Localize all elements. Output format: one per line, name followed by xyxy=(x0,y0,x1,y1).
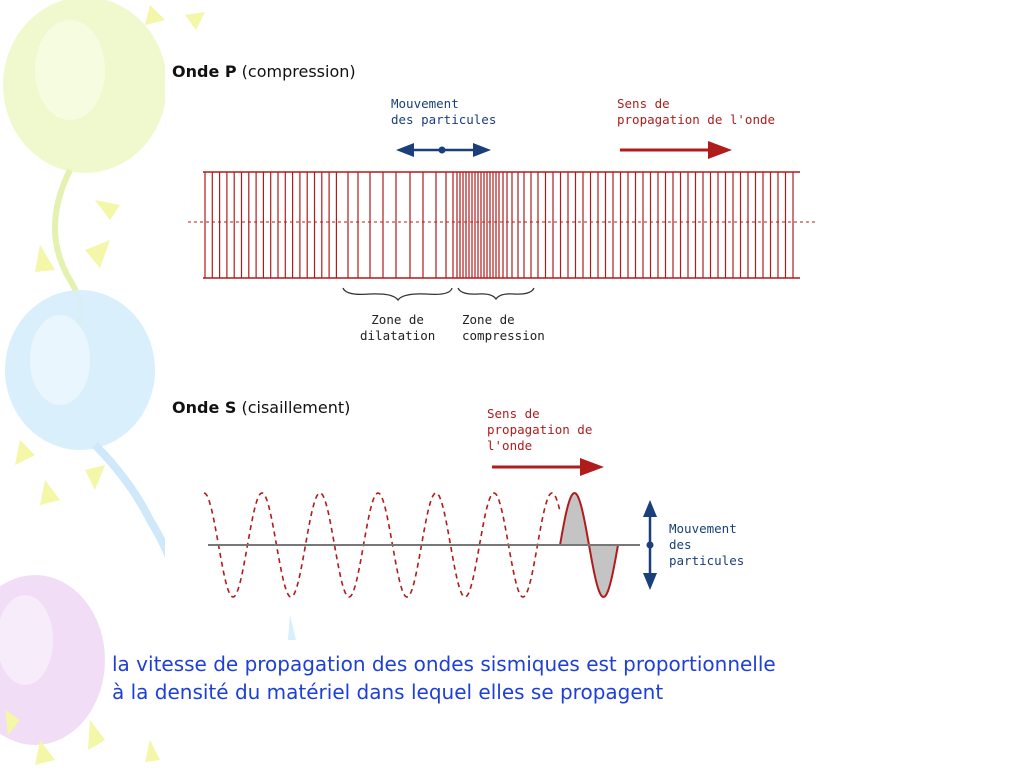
p-wave-title: Onde P (compression) xyxy=(172,62,356,81)
caption: la vitesse de propagation des ondes sism… xyxy=(112,650,992,706)
p-propagation-label: Sens de propagation de l'onde xyxy=(617,96,776,127)
purple-balloon-highlight xyxy=(0,595,53,685)
s-wave-crest xyxy=(558,492,591,546)
confetti xyxy=(40,480,60,505)
yellow-balloon-highlight xyxy=(35,20,105,120)
confetti xyxy=(35,740,55,765)
confetti xyxy=(185,12,205,30)
caption-line-1: la vitesse de propagation des ondes sism… xyxy=(112,652,776,676)
confetti xyxy=(288,615,296,640)
p-propagation-arrow xyxy=(620,141,732,159)
dilatation-zone-label: Zone de dilatation xyxy=(360,312,436,343)
blue-balloon-highlight xyxy=(30,315,90,405)
compression-brace xyxy=(457,287,535,301)
s-propagation-label: Sens de propagation de l'onde xyxy=(487,406,593,453)
confetti xyxy=(145,5,165,25)
confetti xyxy=(95,200,120,220)
confetti xyxy=(88,720,105,750)
caption-line-2: à la densité du matériel dans lequel ell… xyxy=(112,680,664,704)
s-wave-curve xyxy=(203,492,620,598)
s-particle-motion-arrow xyxy=(643,500,657,590)
p-particle-motion-label: Mouvement des particules xyxy=(391,96,497,127)
s-wave-trough xyxy=(587,544,620,598)
confetti xyxy=(15,440,35,465)
confetti xyxy=(85,465,105,490)
s-particle-motion-label: Mouvement des particules xyxy=(669,521,745,568)
s-wave-panel xyxy=(165,390,785,600)
confetti xyxy=(85,240,110,268)
dilatation-brace xyxy=(342,287,453,302)
confetti xyxy=(5,710,20,735)
compression-zone-label: Zone de compression xyxy=(462,312,545,343)
confetti xyxy=(145,740,160,762)
particle-motion-arrow xyxy=(396,143,491,157)
confetti xyxy=(35,245,55,272)
s-propagation-arrow xyxy=(492,458,604,476)
s-wave-title: Onde S (cisaillement) xyxy=(172,398,351,417)
p-wave-band xyxy=(188,171,818,279)
p-wave-panel xyxy=(165,55,835,355)
